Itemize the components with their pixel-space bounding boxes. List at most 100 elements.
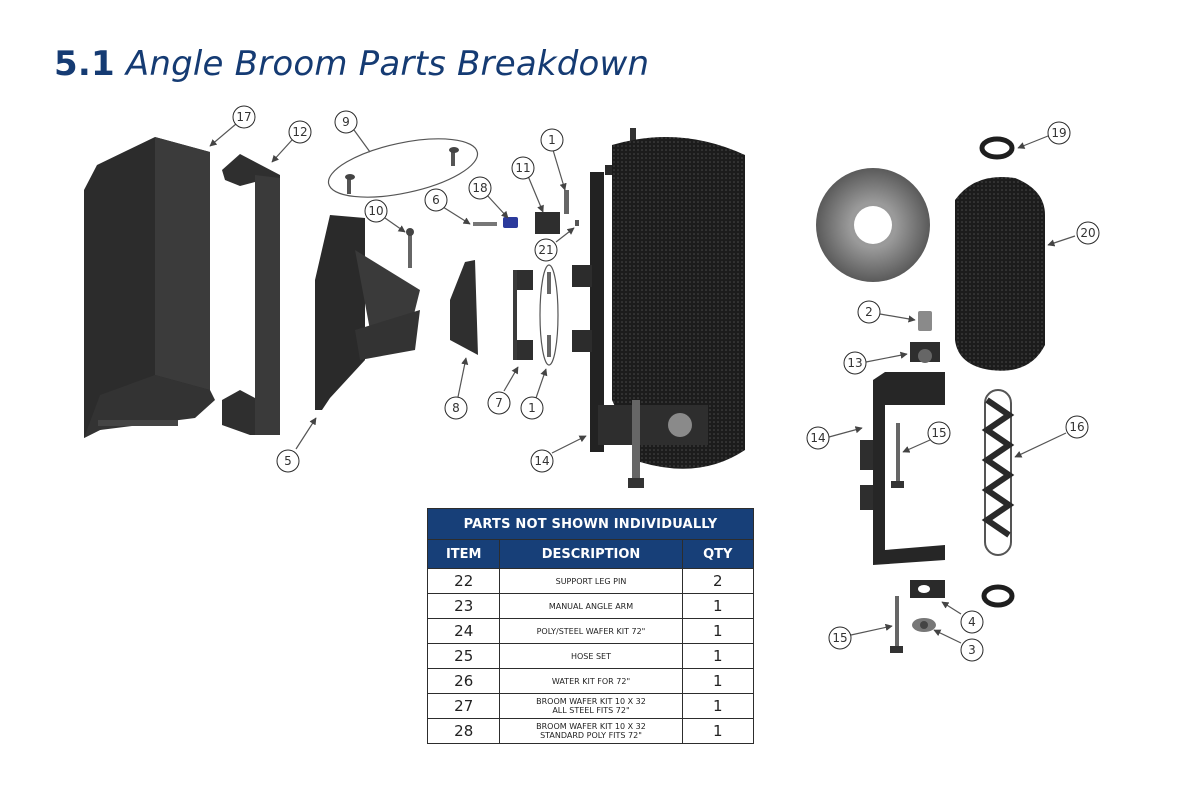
callout-1-bottom: 1 <box>520 396 544 420</box>
leader-9 <box>353 129 371 153</box>
svg-text:11: 11 <box>515 161 530 175</box>
callout-8: 8 <box>444 396 468 420</box>
leader-10 <box>384 217 406 233</box>
svg-text:12: 12 <box>292 125 307 139</box>
callout-15-upper: 15 <box>927 421 951 445</box>
table-row: 22 SUPPORT LEG PIN 2 <box>426 568 755 594</box>
svg-text:4: 4 <box>968 615 976 629</box>
table-row: 23 MANUAL ANGLE ARM 1 <box>426 593 755 619</box>
svg-text:21: 21 <box>538 243 553 257</box>
leader-12 <box>271 139 293 163</box>
section-number: 5.1 <box>54 44 115 84</box>
leader-7 <box>503 366 519 392</box>
part-10-pin <box>406 228 414 268</box>
part-11-bracket <box>535 212 560 234</box>
table-row: 28 BROOM WAFER KIT 10 X 32 STANDARD POLY… <box>426 718 755 744</box>
callout-7: 7 <box>487 391 511 415</box>
leader-5 <box>295 417 317 450</box>
part-20-broom-core <box>955 176 1045 371</box>
callout-9: 9 <box>334 110 358 134</box>
part-9-group-outline <box>327 138 479 198</box>
svg-text:5: 5 <box>284 454 292 468</box>
wafer-disc-hole <box>854 206 892 244</box>
svg-text:8: 8 <box>452 401 460 415</box>
callout-14-left: 14 <box>530 449 554 473</box>
svg-text:13: 13 <box>847 356 862 370</box>
table-row: 26 WATER KIT FOR 72" 1 <box>426 668 755 694</box>
part-14-broom-assembly <box>572 128 745 488</box>
leader-6 <box>442 206 471 225</box>
part-15-pin-upper <box>891 423 904 488</box>
item-number: 27 <box>426 693 501 719</box>
svg-text:9: 9 <box>342 115 350 129</box>
leader-18 <box>485 193 509 219</box>
part-9-pins <box>345 147 459 194</box>
svg-text:20: 20 <box>1080 226 1095 240</box>
part-17-broom-hood <box>84 137 215 438</box>
item-qty: 1 <box>681 668 755 694</box>
part-2-bushing <box>918 311 932 331</box>
svg-text:17: 17 <box>236 110 251 124</box>
leader-8 <box>457 357 469 398</box>
part-1-group-outline <box>539 264 559 366</box>
part-16-core-shaft <box>981 389 1015 556</box>
leader-20 <box>1047 235 1076 247</box>
table-row: 24 POLY/STEEL WAFER KIT 72" 1 <box>426 618 755 644</box>
part-1-pin-top <box>564 190 569 214</box>
callout-5: 5 <box>276 449 300 473</box>
item-description: BROOM WAFER KIT 10 X 32 STANDARD POLY FI… <box>499 718 683 744</box>
item-number: 28 <box>426 718 501 744</box>
callout-21: 21 <box>534 238 558 262</box>
item-qty: 1 <box>681 643 755 669</box>
item-description: HOSE SET <box>499 643 683 669</box>
svg-text:1: 1 <box>548 133 556 147</box>
part-5-mount-frame <box>315 215 420 410</box>
callout-13: 13 <box>843 351 867 375</box>
item-description: POLY/STEEL WAFER KIT 72" <box>499 618 683 644</box>
leader-2 <box>879 313 916 323</box>
svg-text:18: 18 <box>472 181 487 195</box>
leader-1-top <box>552 149 567 191</box>
callout-2: 2 <box>857 300 881 324</box>
part-4-bearing-plate <box>910 580 945 598</box>
part-21-fitting <box>575 220 579 226</box>
svg-text:15: 15 <box>832 631 847 645</box>
item-qty: 1 <box>681 593 755 619</box>
part-19-seal-ring <box>979 136 1015 160</box>
callout-4: 4 <box>960 610 984 634</box>
part-13-bearing-housing <box>910 342 940 363</box>
callout-19: 19 <box>1047 121 1071 145</box>
callout-18: 18 <box>468 176 492 200</box>
svg-text:19: 19 <box>1051 126 1066 140</box>
leader-16 <box>1014 432 1067 458</box>
part-18-spring <box>503 217 518 228</box>
part-8-pivot-plate <box>450 260 478 355</box>
item-description: WATER KIT FOR 72" <box>499 668 683 694</box>
svg-text:6: 6 <box>432 193 440 207</box>
callout-3: 3 <box>960 638 984 662</box>
leader-14-left <box>551 435 587 454</box>
page-title: 5.1 Angle Broom Parts Breakdown <box>54 44 649 84</box>
parts-not-shown-table: PARTS NOT SHOWN INDIVIDUALLY ITEM DESCRI… <box>426 508 755 744</box>
leader-3 <box>933 629 962 644</box>
leader-11 <box>527 175 544 213</box>
svg-text:10: 10 <box>368 204 383 218</box>
leader-17 <box>209 123 237 147</box>
svg-text:15: 15 <box>931 426 946 440</box>
svg-text:14: 14 <box>534 454 549 468</box>
callout-11: 11 <box>511 156 535 180</box>
part-15-pin-lower <box>890 596 903 653</box>
leader-15-lower <box>850 623 893 636</box>
item-number: 23 <box>426 593 501 619</box>
callout-10: 10 <box>364 199 388 223</box>
column-header-description: DESCRIPTION <box>499 539 683 569</box>
column-header-item: ITEM <box>426 539 501 569</box>
leader-1-bottom <box>535 368 548 399</box>
table-caption: PARTS NOT SHOWN INDIVIDUALLY <box>427 508 754 540</box>
callout-6: 6 <box>424 188 448 212</box>
section-title: Angle Broom Parts Breakdown <box>125 44 650 84</box>
svg-text:1: 1 <box>528 401 536 415</box>
part-14-frame <box>860 372 945 565</box>
item-qty: 1 <box>681 718 755 744</box>
svg-text:3: 3 <box>968 643 976 657</box>
